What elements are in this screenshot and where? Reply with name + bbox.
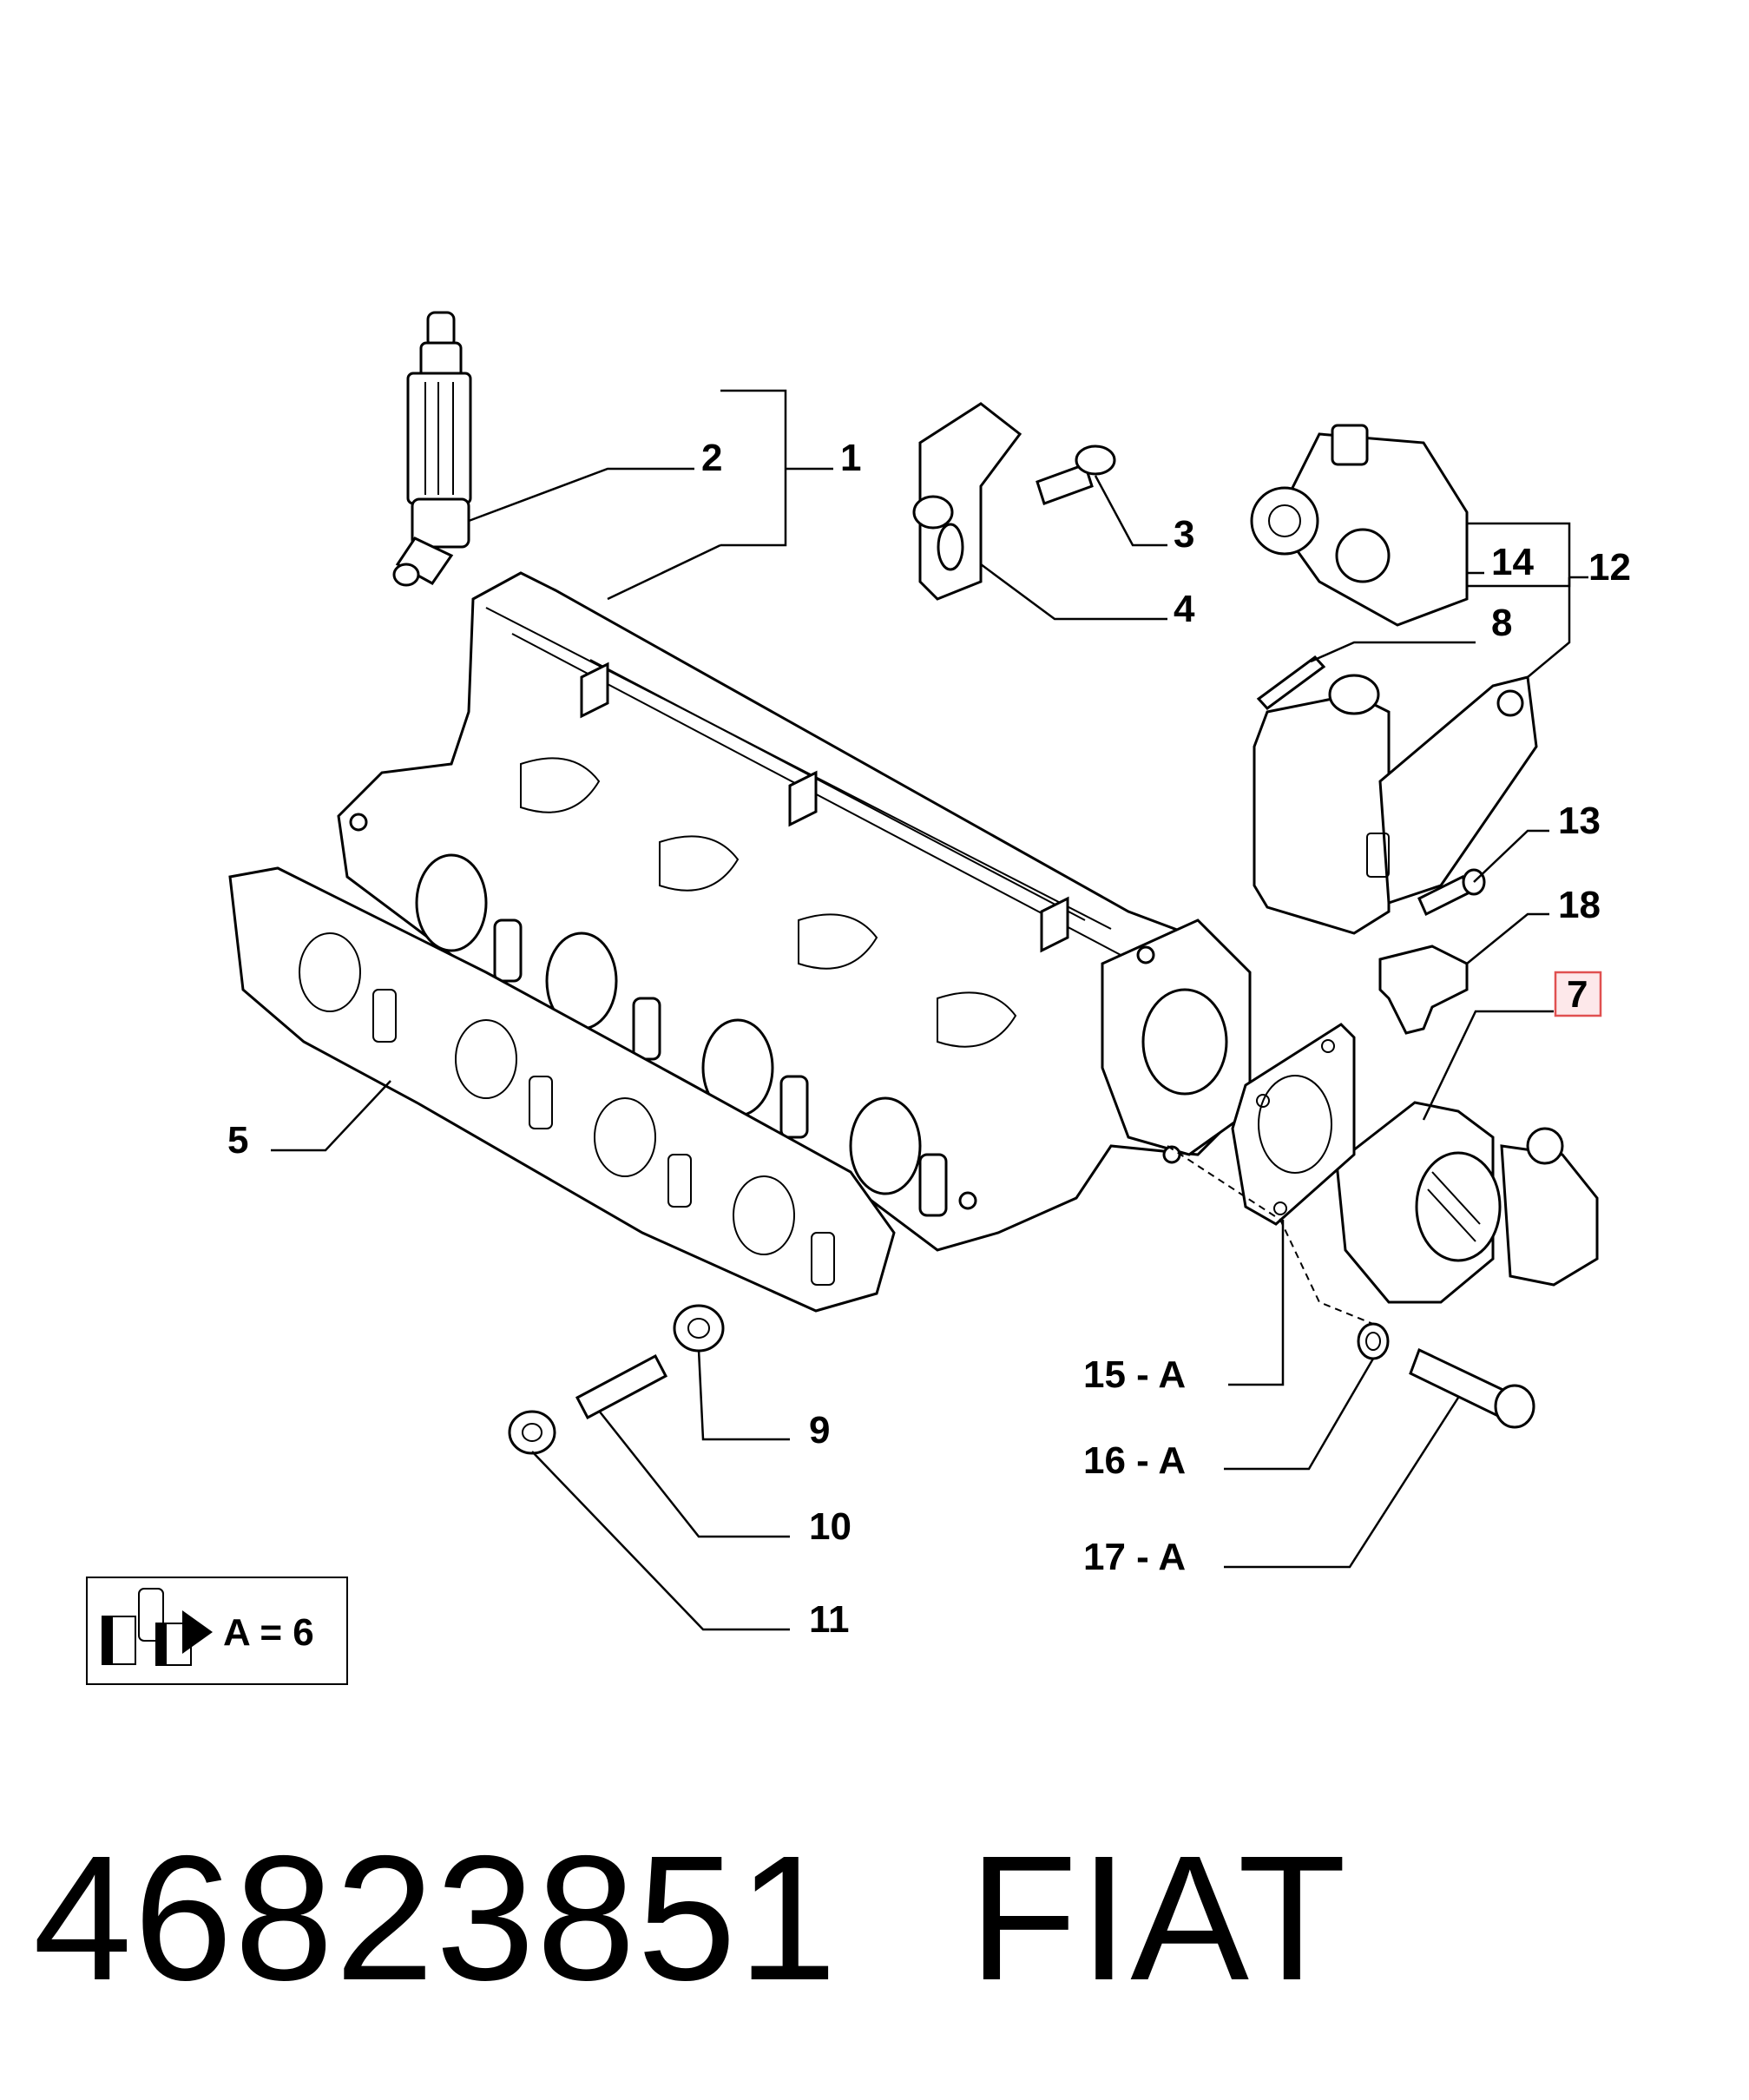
actuator-part-12 <box>1253 674 1538 935</box>
callout-16: 16 - A <box>1083 1439 1186 1482</box>
callout-15: 15 - A <box>1083 1353 1186 1396</box>
alignment-line <box>1167 1145 1374 1325</box>
callout-7-highlight <box>1554 971 1602 1017</box>
throttle-body-part-7 <box>1335 1101 1599 1304</box>
clip-part-18 <box>1378 945 1469 1035</box>
washer-part-16 <box>1357 1322 1390 1360</box>
callout-11: 11 <box>809 1598 850 1641</box>
parts-kit-icon <box>102 1588 213 1666</box>
callout-9: 9 <box>809 1409 830 1452</box>
callout-7: 7 <box>1567 973 1588 1016</box>
callout-5: 5 <box>227 1119 248 1162</box>
manifold-gasket-part-5 <box>228 866 896 1313</box>
callout-13: 13 <box>1558 800 1601 842</box>
callout-2: 2 <box>701 437 722 479</box>
callout-18: 18 <box>1558 884 1601 926</box>
callout-10: 10 <box>809 1505 851 1548</box>
kit-legend: A = 6 <box>86 1577 348 1685</box>
screw-part-17 <box>1409 1347 1535 1429</box>
callout-17: 17 - A <box>1083 1536 1186 1578</box>
intake-manifold-part-1 <box>337 571 1252 1252</box>
washer-part-11 <box>508 1410 556 1455</box>
egr-valve-part-14 <box>1250 424 1469 627</box>
bracket-part-4 <box>912 402 1022 601</box>
part-number: 46823851 <box>33 1819 839 2018</box>
callout-14: 14 <box>1491 541 1534 583</box>
leader-lines <box>271 389 1588 1631</box>
callout-8: 8 <box>1491 602 1512 644</box>
callout-4: 4 <box>1174 588 1195 630</box>
brand-name: FIAT <box>969 1819 1349 2018</box>
callout-3: 3 <box>1174 513 1194 556</box>
gasket-part-15 <box>1231 1023 1356 1226</box>
screw-part-3 <box>1036 444 1116 505</box>
callout-12: 12 <box>1588 546 1631 589</box>
callout-1: 1 <box>840 437 861 479</box>
nut-part-9 <box>673 1304 725 1353</box>
pin-part-8 <box>1256 655 1326 711</box>
sensor-part-2 <box>392 311 472 587</box>
stud-part-10 <box>575 1353 668 1420</box>
kit-legend-text: A = 6 <box>223 1611 314 1654</box>
